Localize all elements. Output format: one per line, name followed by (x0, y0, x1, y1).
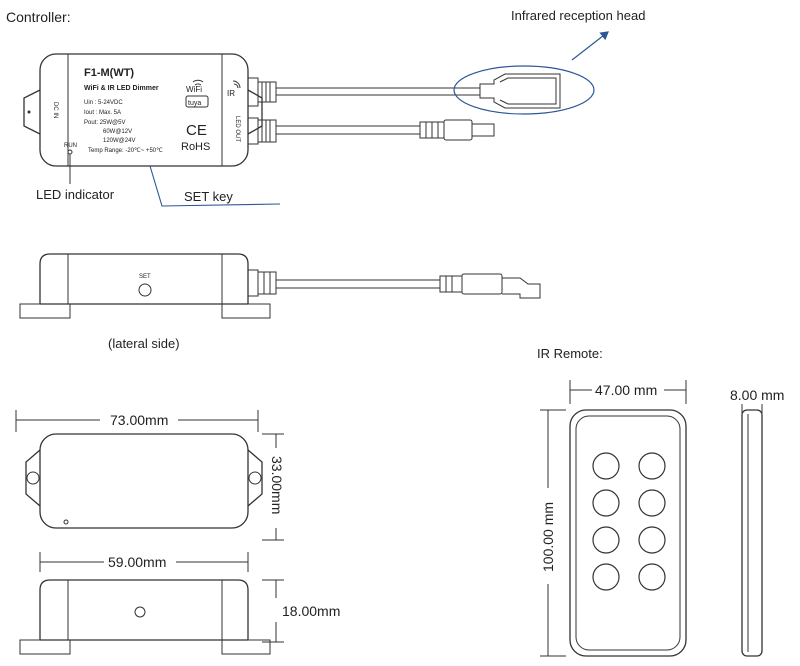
dim-width-line (262, 433, 284, 541)
dim-length-line (15, 410, 259, 432)
remote-button (638, 452, 666, 480)
dim-length: 73.00mm (110, 412, 168, 428)
ir-label: IR (227, 89, 235, 98)
remote-button (592, 489, 620, 517)
set-key-leader (149, 165, 281, 207)
callout-ir-head: Infrared reception head (511, 8, 645, 23)
dim-height-line (262, 579, 284, 643)
spec-pout-12v: 60W@12V (103, 129, 132, 135)
spec-temp: Temp Range: -20℃~ +50℃ (88, 148, 163, 154)
ir-head-arrow (571, 31, 609, 61)
remote-button-grid (592, 452, 666, 591)
set-key-button (138, 283, 152, 297)
dim-width: 33.00mm (269, 456, 285, 514)
dc-in-label: DC IN (52, 102, 58, 118)
controller-dimension-side (19, 579, 271, 655)
ir-signal-icon (232, 80, 241, 89)
remote-thickness-dim-line (741, 404, 763, 416)
callout-led-indicator: LED indicator (36, 187, 115, 202)
remote-section-title: IR Remote: (537, 346, 603, 361)
tuya-label: tuya (188, 100, 201, 107)
spec-uin: Uin : 5-24VDC (84, 100, 123, 106)
remote-width-dim-line (569, 380, 687, 404)
remote-thickness: 8.00 mm (730, 387, 784, 403)
ir-remote-front (569, 409, 687, 657)
lateral-caption: (lateral side) (108, 336, 180, 351)
ir-remote-side (741, 409, 763, 657)
ir-reception-head (479, 73, 561, 109)
rohs-mark: RoHS (181, 141, 210, 153)
spec-pout: Pout: 25W@5V (84, 120, 125, 126)
callout-set-key: SET key (184, 189, 233, 204)
dim-inner-length-line (39, 552, 249, 572)
led-out-connector (443, 119, 473, 141)
product-name-label: WiFi & IR LED Dimmer (84, 85, 159, 92)
run-label: RUN (64, 143, 77, 149)
controller-lateral-view: SET (19, 253, 541, 319)
dim-height: 18.00mm (282, 603, 340, 619)
wifi-label: WiFi (186, 85, 202, 94)
remote-button (638, 563, 666, 591)
wifi-icon (192, 79, 204, 86)
set-label: SET (139, 274, 151, 280)
controller-body (39, 53, 249, 167)
remote-button (592, 452, 620, 480)
remote-width: 47.00 mm (595, 382, 657, 398)
spec-pout-24v: 120W@24V (103, 138, 135, 144)
remote-height: 100.00 mm (540, 502, 556, 572)
dim-inner-length: 59.00mm (108, 554, 166, 570)
remote-button (592, 563, 620, 591)
controller-dimension-top (25, 433, 263, 529)
remote-button (638, 526, 666, 554)
controller-section-title: Controller: (6, 9, 71, 25)
ce-mark: CE (186, 122, 207, 139)
remote-button (592, 526, 620, 554)
ir-head-highlight (453, 65, 595, 115)
led-out-label: LED OUT (234, 116, 240, 142)
tuya-logo (185, 95, 209, 108)
remote-button (638, 489, 666, 517)
model-label: F1-M(WT) (84, 67, 134, 79)
controller-top-view: F1-M(WT) WiFi & IR LED Dimmer Uin : 5-24… (23, 53, 595, 167)
spec-iout: Iout : Max. 5A (84, 110, 121, 116)
led-indicator-dot (67, 149, 73, 155)
remote-height-dim-line (540, 409, 566, 657)
